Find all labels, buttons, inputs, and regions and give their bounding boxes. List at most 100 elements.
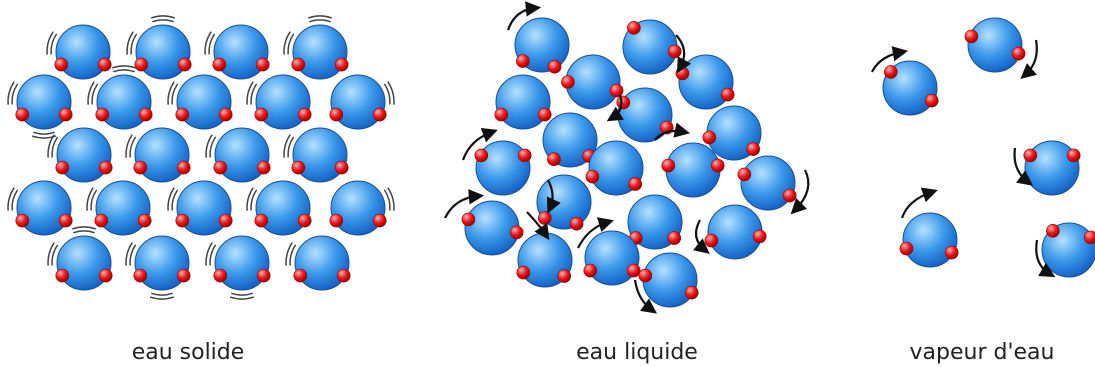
hydrogen-atom [293, 268, 308, 283]
hydrogen-atom [137, 213, 152, 228]
curved-arrow-icon [1020, 39, 1038, 80]
oxygen-atom [294, 235, 350, 291]
vibration-lines-icon [307, 15, 333, 23]
vibration-lines-icon [150, 15, 176, 23]
hydrogen-atom [55, 160, 70, 175]
oxygen-atom [214, 127, 270, 183]
hydrogen-atom [638, 268, 653, 283]
vibration-lines-icon [31, 131, 57, 139]
water-molecule-icon [899, 212, 959, 268]
hydrogen-atom [334, 160, 349, 175]
hydrogen-atom [297, 107, 312, 122]
water-molecule-icon [702, 105, 762, 161]
hydrogen-atom [516, 265, 531, 280]
oxygen-atom [902, 212, 958, 268]
water-molecule-icon [254, 180, 312, 236]
hydrogen-atom [746, 142, 761, 156]
hydrogen-atom [1023, 148, 1038, 163]
oxygen-atom [255, 74, 311, 130]
hydrogen-atom [95, 107, 110, 122]
hydrogen-atom [336, 268, 351, 283]
hydrogen-atom [782, 188, 797, 203]
hydrogen-atom [883, 65, 898, 79]
water-molecule-icon [55, 235, 113, 291]
oxygen-atom [134, 235, 190, 291]
curved-arrow-icon [790, 169, 810, 215]
oxygen-atom [56, 235, 112, 291]
hydrogen-atom [134, 57, 149, 72]
water-molecule-icon [622, 19, 682, 75]
hydrogen-atom [752, 229, 767, 244]
curved-arrow-icon [546, 179, 561, 214]
hydrogen-atom [557, 269, 572, 283]
vibration-lines-icon [229, 292, 255, 300]
vibration-lines-icon [205, 242, 217, 266]
water-molecule-icon [133, 235, 191, 291]
hydrogen-atom [616, 95, 631, 110]
hydrogen-atom [256, 160, 271, 175]
hydrogen-atom [133, 268, 148, 283]
caption-liquid: eau liquide [576, 340, 698, 365]
hydrogen-atom [1083, 230, 1095, 245]
vibration-lines-icon [7, 187, 19, 211]
hydrogen-atom [58, 213, 73, 228]
hydrogen-atom [515, 54, 530, 68]
water-molecule-icon [293, 235, 351, 291]
hydrogen-atom [537, 211, 552, 225]
water-molecule-icon [175, 74, 233, 130]
hydrogen-atom [547, 59, 562, 74]
hydrogen-atom [899, 241, 914, 256]
hydrogen-atom [964, 29, 979, 44]
water-molecule-icon [704, 204, 767, 260]
vibration-lines-icon [246, 187, 258, 211]
hydrogen-atom [329, 213, 344, 228]
oxygen-atom [56, 127, 112, 183]
water-molecule-icon [15, 180, 73, 236]
water-molecule-icon [329, 180, 387, 236]
water-molecule-icon [213, 235, 271, 291]
water-molecule-icon [95, 74, 153, 130]
hydrogen-atom [175, 213, 190, 228]
water-molecule-icon [675, 54, 735, 110]
water-molecule-icon [583, 230, 641, 286]
hydrogen-atom [737, 167, 752, 182]
hydrogen-atom [213, 160, 228, 175]
vibration-lines-icon [125, 134, 137, 158]
vibration-lines-icon [383, 187, 395, 211]
water-molecule-icon [882, 60, 939, 116]
hydrogen-atom [537, 107, 552, 122]
water-molecule-icon [1041, 222, 1095, 278]
hydrogen-atom [291, 57, 306, 72]
hydrogen-atom [561, 75, 575, 89]
oxygen-atom [176, 180, 232, 236]
curved-arrow-icon [577, 217, 614, 249]
hydrogen-atom [94, 213, 109, 228]
vibration-lines-icon [47, 242, 59, 266]
oxygen-atom [584, 230, 640, 286]
oxygen-atom [55, 24, 111, 80]
vibration-lines-icon [125, 242, 137, 266]
hydrogen-atom [372, 107, 387, 122]
hydrogen-atom [97, 57, 112, 72]
water-molecule-icon [133, 127, 191, 183]
vibration-lines-icon [126, 31, 138, 55]
oxygen-atom [176, 74, 232, 130]
water-molecule-icon [134, 24, 192, 80]
curved-arrow-icon [461, 127, 498, 161]
water-molecule-icon [213, 127, 271, 183]
water-molecule-icon [54, 24, 112, 80]
curved-arrow-icon [692, 219, 710, 254]
hydrogen-atom [509, 225, 524, 240]
hydrogen-atom [98, 160, 113, 175]
vibration-lines-icon [46, 31, 58, 55]
hydrogen-atom [1046, 224, 1060, 238]
hydrogen-atom [334, 57, 349, 72]
hydrogen-atom [218, 107, 233, 122]
hydrogen-atom [212, 57, 227, 72]
oxygen-atom [678, 54, 734, 110]
water-molecule-icon [536, 174, 592, 231]
water-molecule-icon [15, 74, 73, 130]
hydrogen-atom [98, 268, 113, 283]
hydrogen-atom [1066, 148, 1081, 163]
